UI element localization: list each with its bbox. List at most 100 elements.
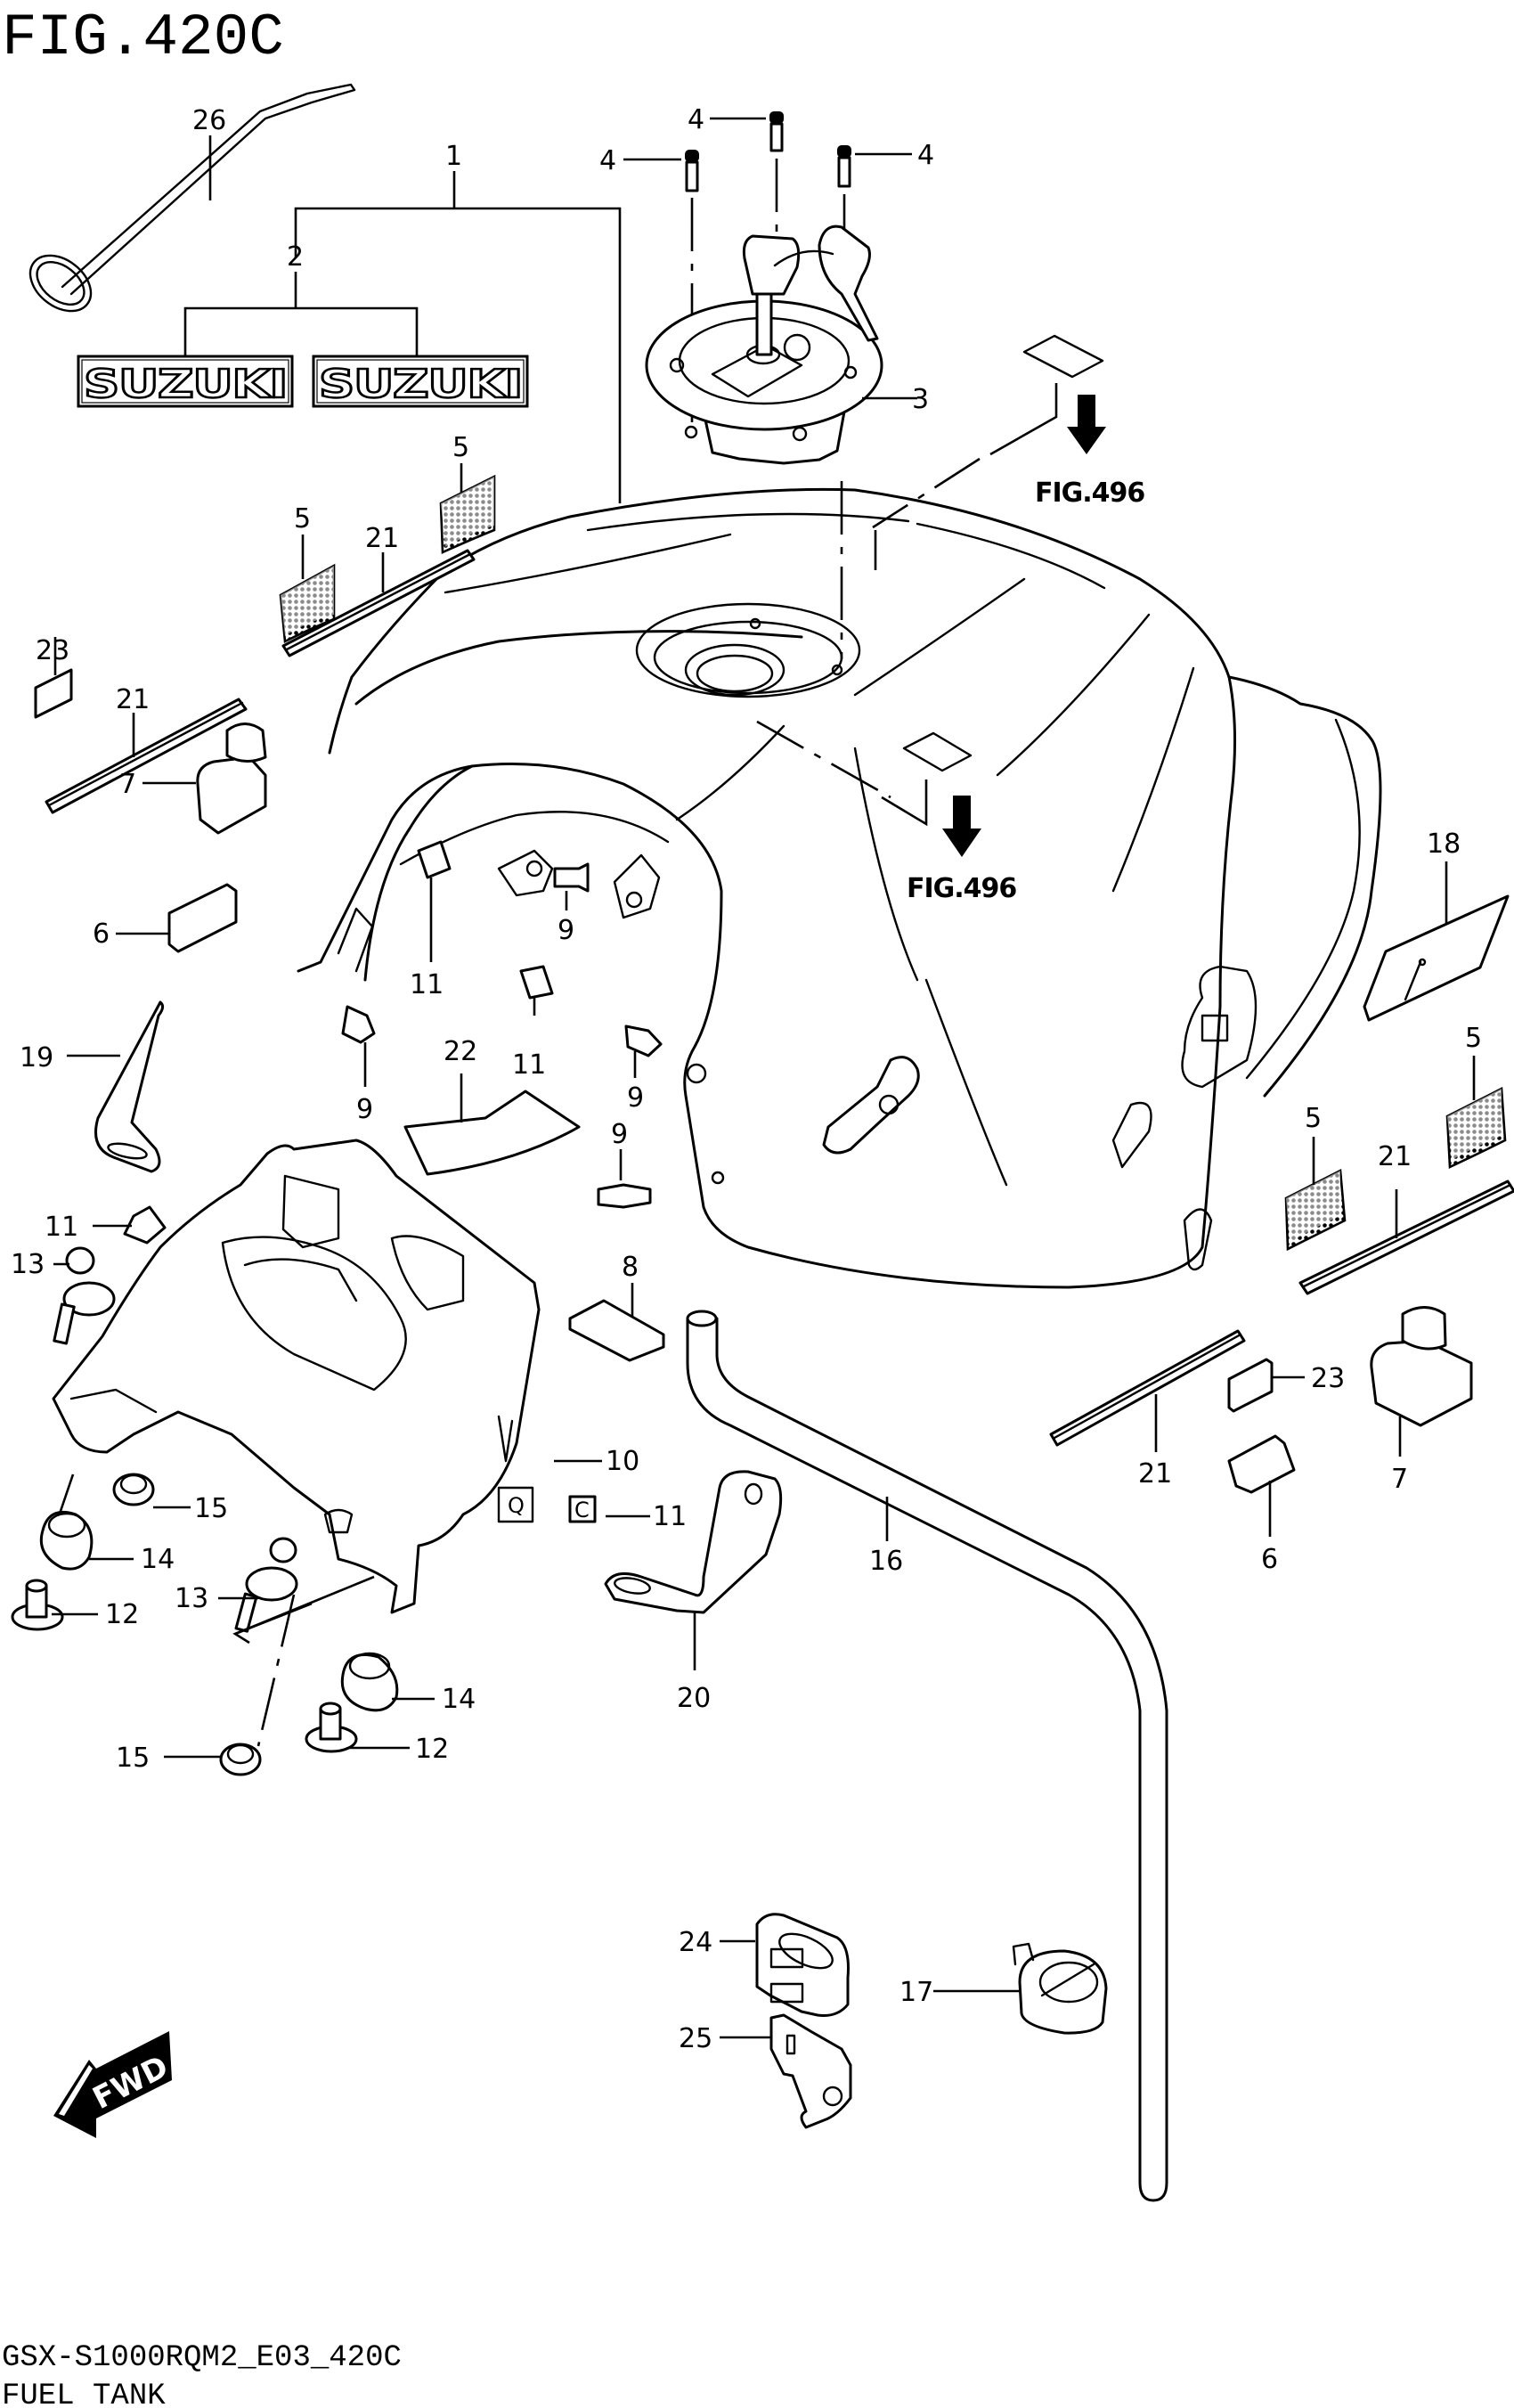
part-10-bracket: Q bbox=[52, 1139, 541, 1614]
callout-9d: 9 bbox=[611, 1119, 628, 1150]
callout-17: 17 bbox=[899, 1977, 933, 2008]
callout-12a: 12 bbox=[105, 1599, 139, 1630]
callout-3: 3 bbox=[912, 384, 929, 415]
callout-7b: 7 bbox=[1391, 1464, 1408, 1495]
model-code: GSX-S1000RQM2_E03_420C bbox=[2, 2341, 402, 2375]
part-5-pad-right-2 bbox=[1284, 1168, 1347, 1252]
callout-5d: 5 bbox=[1305, 1103, 1322, 1134]
part-15-grommet-upper bbox=[112, 1473, 155, 1506]
part-9-screw-1 bbox=[553, 862, 590, 893]
part-25-bracket bbox=[769, 2013, 852, 2129]
callout-11a: 11 bbox=[410, 969, 444, 1000]
callout-13b: 13 bbox=[175, 1583, 208, 1614]
callout-19: 19 bbox=[20, 1042, 53, 1073]
part-11-nut-4: C bbox=[568, 1495, 597, 1523]
part-4-screw-center bbox=[769, 111, 784, 245]
callout-6b: 6 bbox=[1261, 1544, 1278, 1575]
callout-11d: 11 bbox=[653, 1501, 687, 1532]
callout-2: 2 bbox=[287, 241, 304, 273]
part-13-bolt-lower bbox=[234, 1537, 298, 1633]
grommet-align-line-2 bbox=[256, 1594, 296, 1747]
part-9-screw-3 bbox=[624, 1024, 663, 1057]
leader-1 bbox=[294, 171, 622, 503]
part-12-collar-upper bbox=[11, 1579, 64, 1631]
callout-12b: 12 bbox=[415, 1734, 449, 1765]
fwd-arrow-icon: FWD bbox=[53, 2031, 174, 2138]
part-11-nut-3 bbox=[123, 1205, 167, 1245]
callout-21c: 21 bbox=[1378, 1141, 1412, 1172]
callout-9c: 9 bbox=[627, 1082, 644, 1114]
callout-18: 18 bbox=[1427, 829, 1461, 860]
part-15-grommet-lower bbox=[219, 1743, 262, 1776]
callout-7a: 7 bbox=[119, 769, 136, 800]
part-11-nut-1 bbox=[417, 840, 452, 879]
part-5-pad-right-1 bbox=[1445, 1086, 1507, 1169]
part-13-bolt-upper bbox=[53, 1246, 116, 1345]
part-1-fuel-tank bbox=[297, 487, 1382, 1289]
part-7-cushion-left bbox=[196, 722, 267, 835]
callout-11b: 11 bbox=[512, 1049, 546, 1081]
suzuki-decal-right: SUZUKI bbox=[312, 355, 529, 408]
callout-21b: 21 bbox=[116, 684, 150, 715]
part-26-rod bbox=[28, 83, 356, 313]
callout-22: 22 bbox=[444, 1036, 477, 1067]
fig496-ref-top bbox=[872, 334, 1106, 570]
part-22-sheet bbox=[403, 1090, 581, 1176]
fig496-link-mid[interactable]: FIG.496 bbox=[907, 873, 1017, 904]
callout-21d: 21 bbox=[1138, 1458, 1172, 1490]
part-21-strip-right-lower bbox=[1049, 1329, 1246, 1447]
part-21-strip-left-lower bbox=[45, 698, 248, 814]
callout-25: 25 bbox=[679, 2023, 712, 2054]
part-6-clip-right bbox=[1227, 1434, 1296, 1494]
part-21-strip-left-upper bbox=[281, 549, 476, 657]
part-14-cushion-upper bbox=[39, 1510, 94, 1571]
callout-24: 24 bbox=[679, 1927, 712, 1958]
suzuki-decal-left: SUZUKI bbox=[77, 355, 294, 408]
decal-text: SUZUKI bbox=[84, 362, 287, 407]
part-6-clip-left bbox=[167, 883, 238, 953]
callout-13a: 13 bbox=[11, 1249, 45, 1280]
part-19-bracket bbox=[94, 1000, 165, 1173]
leader-2 bbox=[183, 272, 419, 356]
callout-9a: 9 bbox=[558, 915, 574, 946]
part-5-pad-left-2 bbox=[439, 474, 496, 554]
callout-4c: 4 bbox=[917, 140, 934, 171]
part-3-fuel-cap bbox=[645, 224, 883, 465]
callout-16: 16 bbox=[869, 1546, 903, 1577]
nut-glyph: Q bbox=[508, 1493, 525, 1518]
callout-4b: 4 bbox=[688, 104, 704, 135]
part-17-clamp bbox=[1012, 1942, 1108, 2035]
part-9-screw-2 bbox=[341, 1005, 376, 1044]
callout-21a: 21 bbox=[365, 523, 399, 554]
callout-14b: 14 bbox=[442, 1684, 476, 1715]
callout-23b: 23 bbox=[1311, 1363, 1345, 1394]
part-20-bracket bbox=[604, 1470, 783, 1614]
callout-5c: 5 bbox=[1465, 1023, 1482, 1054]
fig496-link-top[interactable]: FIG.496 bbox=[1035, 478, 1145, 509]
fig496-ref-mid bbox=[756, 720, 981, 857]
part-8-pad bbox=[568, 1299, 665, 1362]
callout-5a: 5 bbox=[294, 503, 311, 535]
part-18-sheet bbox=[1363, 894, 1510, 1022]
part-23-block-left bbox=[34, 668, 73, 719]
callout-11c: 11 bbox=[45, 1212, 78, 1243]
decal-text: SUZUKI bbox=[319, 362, 522, 407]
callout-8: 8 bbox=[622, 1252, 639, 1283]
callout-26: 26 bbox=[192, 105, 226, 136]
callout-10: 10 bbox=[606, 1446, 639, 1477]
callout-6a: 6 bbox=[93, 918, 110, 950]
figure-title: FIG.420C bbox=[2, 4, 284, 71]
callout-15b: 15 bbox=[116, 1743, 150, 1774]
nut-glyph: C bbox=[574, 1498, 590, 1522]
callout-9b: 9 bbox=[356, 1094, 373, 1125]
callout-1: 1 bbox=[445, 141, 462, 172]
part-24-clamp bbox=[755, 1913, 850, 2017]
part-7-cushion-right bbox=[1370, 1306, 1473, 1427]
callout-4a: 4 bbox=[599, 145, 616, 176]
part-23-block-right bbox=[1227, 1358, 1274, 1413]
part-14-cushion-lower bbox=[340, 1652, 399, 1712]
callout-20: 20 bbox=[677, 1683, 711, 1714]
part-21-strip-right-upper bbox=[1298, 1180, 1514, 1295]
part-9-screw-4 bbox=[597, 1183, 652, 1209]
